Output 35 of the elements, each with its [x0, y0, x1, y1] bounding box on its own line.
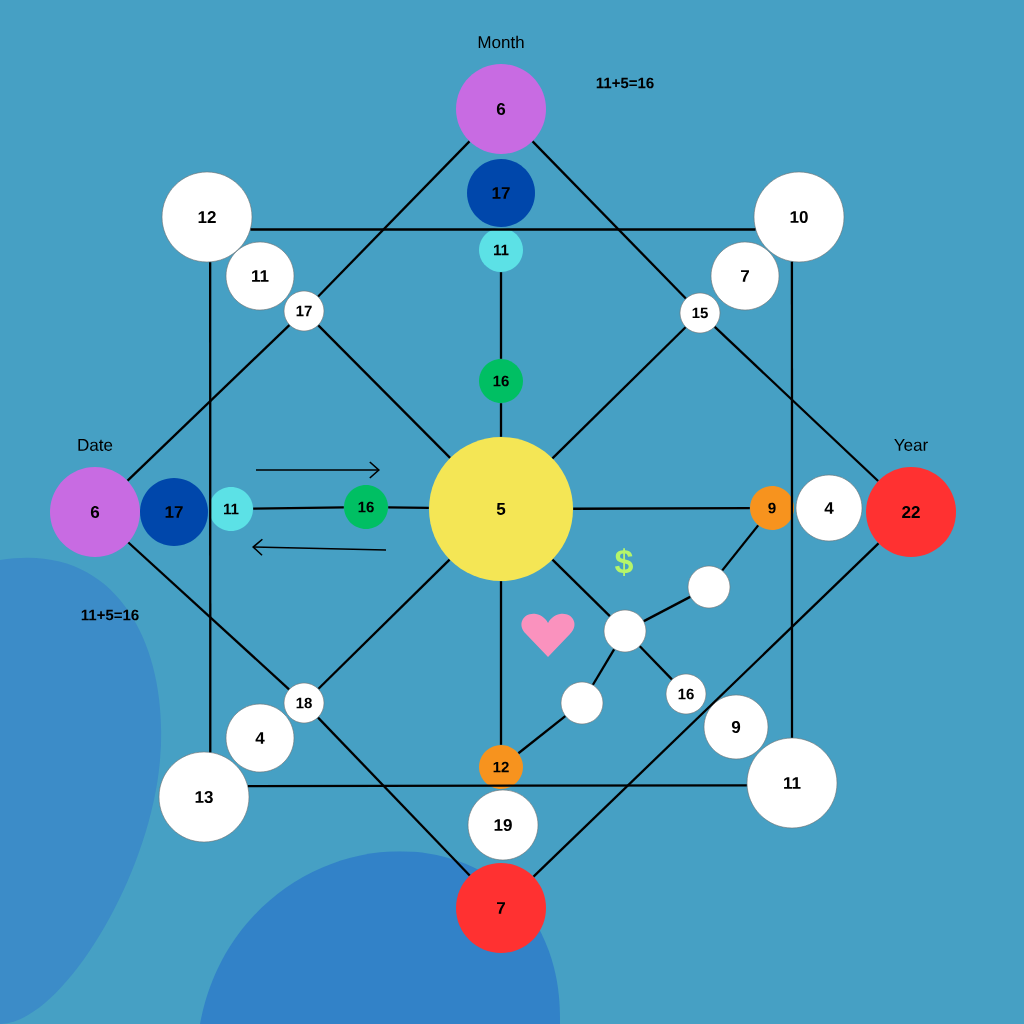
- connector-line: [499, 403, 503, 437]
- connector-line: [317, 558, 451, 690]
- connector-line: [517, 715, 566, 755]
- dollar-sign: $: [615, 548, 633, 576]
- connector-line: [591, 648, 616, 686]
- circle-caption: Year: [894, 439, 928, 451]
- connector-line: [253, 506, 344, 510]
- connector-line: [127, 541, 290, 691]
- connector-line: [250, 228, 756, 231]
- connector-line: [317, 140, 471, 298]
- connector-line: [209, 262, 212, 753]
- connector-line: [714, 326, 879, 482]
- connector-line: [721, 524, 760, 572]
- connector-line: [126, 324, 291, 482]
- empty-circle: [603, 609, 647, 653]
- connector-line: [551, 558, 611, 617]
- connector-line: [639, 645, 673, 681]
- note-text: 11+5=16: [596, 77, 654, 89]
- connector-line: [247, 784, 747, 788]
- connector-line: [499, 272, 503, 359]
- circle-caption: Date: [78, 439, 113, 451]
- connector-line: [531, 140, 687, 300]
- connector-line: [317, 716, 471, 877]
- connector-line: [388, 506, 429, 510]
- connector-line: [573, 506, 750, 510]
- connector-line: [790, 261, 794, 738]
- note-text: 11+5=16: [81, 609, 139, 621]
- empty-circle: [687, 565, 731, 609]
- connector-line: [499, 581, 503, 745]
- connector-line: [532, 542, 880, 878]
- circle-caption: Month: [478, 35, 524, 49]
- connector-line: [643, 595, 691, 623]
- connector-line: [551, 326, 687, 460]
- empty-circle: [560, 681, 604, 725]
- connector-line: [317, 324, 451, 459]
